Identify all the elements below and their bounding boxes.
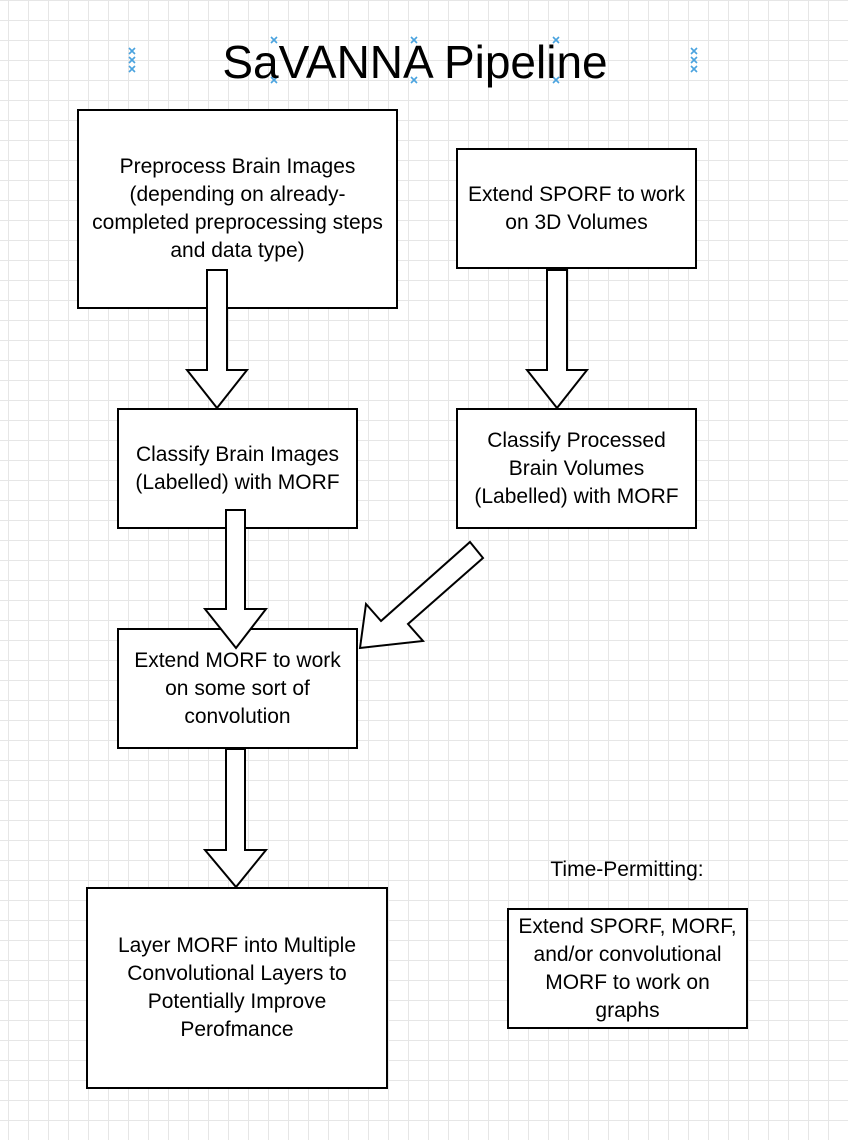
- layer-morf-node[interactable]: Layer MORF into Multiple Convolutional L…: [86, 887, 388, 1089]
- classify-images-node-label: Classify Brain Images (Labelled) with MO…: [135, 442, 340, 494]
- preprocess-node[interactable]: Preprocess Brain Images (depending on al…: [77, 109, 398, 309]
- selection-handle[interactable]: [128, 47, 136, 73]
- diagram-title[interactable]: SaVANNA Pipeline: [222, 36, 608, 88]
- arrow-classify-volumes-to-extend-morf[interactable]: [358, 540, 485, 650]
- graphs-node-label: Extend SPORF, MORF, and/or convolutional…: [518, 914, 737, 1022]
- time-permitting-label[interactable]: Time-Permitting:: [550, 858, 704, 881]
- extend-morf-node[interactable]: Extend MORF to work on some sort of conv…: [117, 628, 358, 749]
- classify-volumes-node[interactable]: Classify Processed Brain Volumes (Labell…: [456, 408, 697, 529]
- classify-volumes-node-label: Classify Processed Brain Volumes (Labell…: [474, 428, 679, 508]
- layer-morf-node-label: Layer MORF into Multiple Convolutional L…: [117, 934, 357, 1041]
- arrow-extend-morf-to-layer-morf[interactable]: [202, 748, 269, 889]
- extend-sporf-node[interactable]: Extend SPORF to work on 3D Volumes: [456, 148, 697, 269]
- classify-images-node[interactable]: Classify Brain Images (Labelled) with MO…: [117, 408, 358, 529]
- graphs-node[interactable]: Extend SPORF, MORF, and/or convolutional…: [507, 908, 748, 1029]
- extend-morf-node-label: Extend MORF to work on some sort of conv…: [134, 648, 341, 728]
- extend-sporf-node-label: Extend SPORF to work on 3D Volumes: [467, 182, 686, 234]
- preprocess-node-label: Preprocess Brain Images (depending on al…: [92, 155, 383, 262]
- selection-handle[interactable]: [690, 47, 698, 73]
- arrow-extend-sporf-to-classify-volumes[interactable]: [524, 269, 590, 410]
